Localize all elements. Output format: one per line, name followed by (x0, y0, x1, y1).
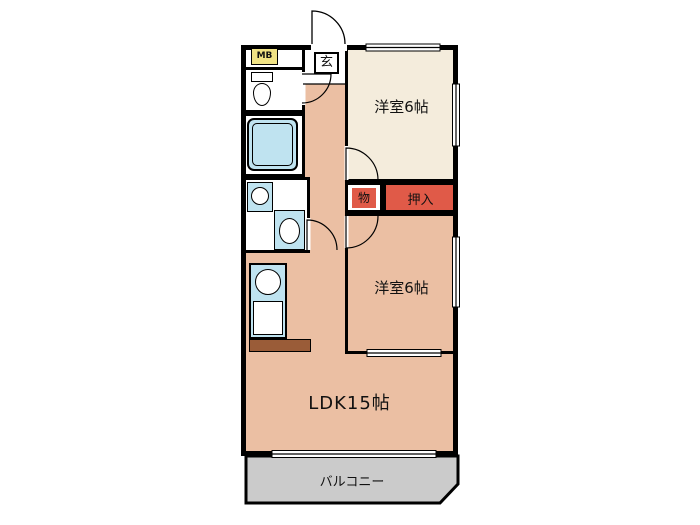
bedroom-top-label: 洋室6帖 (374, 98, 429, 116)
kitchen-stove-icon (253, 301, 283, 335)
bedroom-mid-label: 洋室6帖 (374, 279, 429, 297)
meter-box-label: MB (251, 48, 278, 65)
front-door-arc (311, 10, 346, 45)
storage-label: 物 (352, 188, 376, 208)
toilet-icon (253, 83, 271, 106)
ldk-label: LDK15帖 (308, 393, 391, 414)
washbasin-bowl-icon (279, 218, 300, 244)
bathtub-rim-icon (252, 123, 293, 166)
oshiire-closet (383, 182, 458, 213)
kitchen-bar-icon (249, 339, 311, 352)
toilet-tank-icon (251, 72, 273, 82)
oshiire-label: 押入 (407, 193, 434, 208)
balcony-label: バルコニー (319, 475, 385, 490)
kitchen-sink-icon (255, 269, 281, 295)
washer-drum-icon (251, 187, 269, 205)
genkan-label: 玄 (314, 52, 339, 74)
